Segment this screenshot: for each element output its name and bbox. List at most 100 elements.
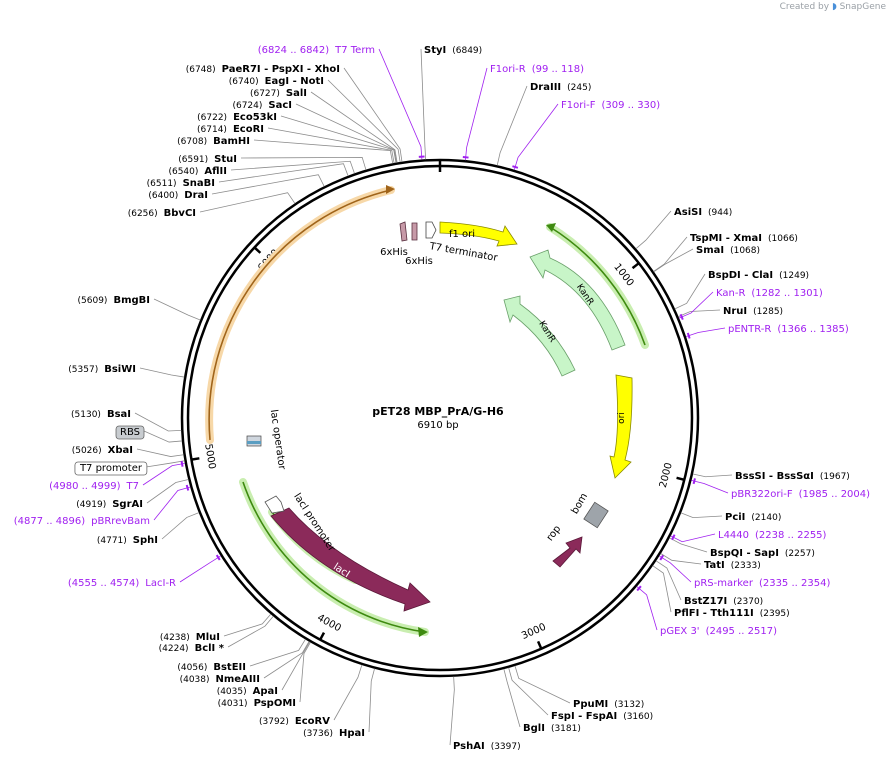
site-fspi[interactable]: FspI - FspAI(3160) [508, 667, 653, 722]
site-pcii[interactable]: PciI(2140) [680, 512, 781, 523]
site-tati[interactable]: TatI(2333) [660, 553, 761, 571]
position-text: pGEX 3' [660, 626, 700, 637]
site-pflfi[interactable]: PflFI - Tth111I(2395) [652, 565, 790, 619]
site-pentr-r[interactable]: pENTR-R(1366 .. 1385) [685, 324, 849, 339]
position-text: (4555 .. 4574) [68, 578, 140, 589]
site-bmgbi[interactable]: (5609)BmgBI [78, 295, 201, 321]
primer-mark-icon [180, 460, 184, 467]
position-text: (3181) [551, 724, 581, 734]
enzyme-name: BbvCI [164, 208, 196, 219]
site-nrui[interactable]: NruI(1285) [678, 306, 783, 317]
site-saci[interactable]: (6724)SacI [232, 100, 397, 163]
site-bgli[interactable]: BglI(3181) [503, 668, 581, 734]
site-pgex3[interactable]: pGEX 3'(2495 .. 2517) [636, 585, 777, 637]
site-bsiwi[interactable]: (5357)BsiWI [68, 364, 185, 378]
site-drai[interactable]: (6400)DraI [148, 174, 325, 201]
site-ecori[interactable]: (6714)EcoRI [197, 124, 395, 164]
site-draiii[interactable]: DraIII(245) [496, 82, 591, 166]
feature-bom[interactable]: bom [570, 491, 609, 529]
enzyme-name: SalI [286, 88, 307, 99]
site-f1ori-f[interactable]: F1ori-F(309 .. 330) [512, 100, 660, 171]
primer-mark-icon [185, 484, 190, 491]
site-bspdi[interactable]: BspDI - ClaI(1249) [674, 270, 809, 310]
leader-line [691, 479, 729, 494]
site-bsai[interactable]: (5130)BsaI [71, 409, 182, 432]
feature-f1ori[interactable]: f1 ori [439, 221, 518, 247]
site-l4440[interactable]: L4440(2238 .. 2255) [670, 530, 827, 543]
enzyme-name: BstZ17I [684, 596, 727, 607]
site-label-text: BspQI - SapI(2257) [710, 548, 815, 559]
site-eco53ki[interactable]: (6722)Eco53kI [197, 112, 397, 163]
site-pspomi[interactable]: (4031)PspOMI [218, 642, 311, 709]
site-label-text: pBR322ori-F(1985 .. 2004) [731, 489, 870, 500]
site-t7[interactable]: (4980 .. 4999)T7 [49, 460, 186, 492]
site-aflii[interactable]: (6540)AflII [168, 160, 355, 177]
primer-mark-icon [686, 332, 691, 339]
feature-ori-label: ori [617, 412, 627, 424]
leader-line [280, 115, 397, 163]
enzyme-name: BsiWI [104, 364, 136, 375]
site-eagi[interactable]: (6740)EagI - NotI [229, 76, 401, 163]
site-f1ori-r[interactable]: F1ori-R(99 .. 118) [462, 64, 584, 161]
site-laci-r[interactable]: (4555 .. 4574)LacI-R [68, 554, 221, 589]
site-snabi[interactable]: (6511)SnaBI [147, 163, 349, 189]
feature-6xhis-2[interactable]: 6xHis [405, 222, 433, 267]
site-xbai[interactable]: (5026)XbaI [72, 445, 184, 457]
site-apai[interactable]: (4035)ApaI [217, 641, 310, 697]
site-label-text: pENTR-R(1366 .. 1385) [728, 324, 849, 335]
feature-kanr-inner[interactable]: KanR [503, 295, 576, 377]
site-bbvci[interactable]: (6256)BbvCI [128, 192, 296, 219]
site-ppumi[interactable]: PpuMI(3132) [514, 665, 644, 710]
site-bamhi[interactable]: (6708)BamHI [177, 136, 394, 164]
site-pshai[interactable]: PshAI(3397) [449, 676, 521, 752]
site-t7prom[interactable]: T7 promoter [74, 460, 185, 476]
site-tspmi[interactable]: TspMI - XmaI(1066) [653, 233, 798, 272]
feature-ori[interactable]: ori [609, 374, 633, 479]
site-pbr322ori-f[interactable]: pBR322ori-F(1985 .. 2004) [691, 478, 870, 500]
site-sphi[interactable]: (4771)SphI [97, 512, 200, 546]
site-hpai[interactable]: (3736)HpaI [303, 668, 375, 739]
position-text: T7 promoter [79, 463, 143, 474]
leader-line [218, 163, 349, 183]
site-paer7i[interactable]: (6748)PaeR7I - PspXI - XhoI [186, 64, 403, 162]
enzyme-name: SnaBI [183, 178, 215, 189]
site-bcli[interactable]: (4224)BclI * [159, 615, 274, 654]
site-ecorv[interactable]: (3792)EcoRV [259, 664, 363, 727]
ruler-tick [253, 246, 262, 254]
site-t7term[interactable]: (6824 .. 6842)T7 Term [258, 45, 425, 160]
feature-lac-operator-shape[interactable]: lac operator [246, 409, 287, 471]
site-kan-r[interactable]: Kan-R(1282 .. 1301) [678, 288, 823, 320]
enzyme-name: BsaI [107, 409, 131, 420]
site-mlui[interactable]: (4238)MluI [160, 613, 272, 643]
site-bstz17i[interactable]: BstZ17I(2370) [655, 560, 763, 607]
primer-mark-icon [659, 554, 665, 561]
position-text: (309 .. 330) [601, 100, 660, 111]
site-sali[interactable]: (6727)SalI [250, 88, 398, 163]
site-prsmarker[interactable]: pRS-marker(2335 .. 2354) [659, 554, 830, 589]
site-asisi[interactable]: AsiSI(944) [635, 207, 732, 250]
site-bsteii[interactable]: (4056)BstEII [177, 639, 306, 673]
enzyme-name: PflFI [674, 608, 699, 619]
position-text: (1282 .. 1301) [751, 288, 823, 299]
site-smai[interactable]: SmaI(1068) [653, 245, 760, 273]
ruler-tick [536, 640, 543, 650]
site-bspqi[interactable]: BspQI - SapI(2257) [669, 537, 815, 559]
enzyme-name: EcoRI [233, 124, 264, 135]
site-bsssi[interactable]: BssSI - BssSαI(1967) [692, 471, 850, 482]
green-arc-2 [242, 481, 426, 633]
label-box [74, 461, 148, 476]
site-pbrrevbam[interactable]: (4877 .. 4896)pBRrevBam [14, 484, 191, 527]
site-labels: StyI(6849)(6824 .. 6842)T7 Term F1ori-R(9… [14, 45, 870, 752]
feature-6xhis-1[interactable]: 6xHis [380, 221, 408, 258]
site-sgrai[interactable]: (4919)SgrAI [76, 479, 189, 510]
feature-rop[interactable]: rop [545, 524, 583, 568]
leader-line [143, 430, 183, 443]
enzyme-name: HpaI [339, 728, 365, 739]
site-nmeaiii[interactable]: (4038)NmeAIII [180, 641, 310, 685]
feature-laci[interactable]: lacI [270, 507, 431, 612]
site-styi[interactable]: StyI(6849) [420, 45, 482, 160]
site-rbs[interactable]: RBS [115, 425, 183, 443]
site-stui[interactable]: (6591)StuI [178, 154, 367, 170]
orange-arc-halo [205, 186, 395, 444]
leader-line [514, 665, 571, 704]
